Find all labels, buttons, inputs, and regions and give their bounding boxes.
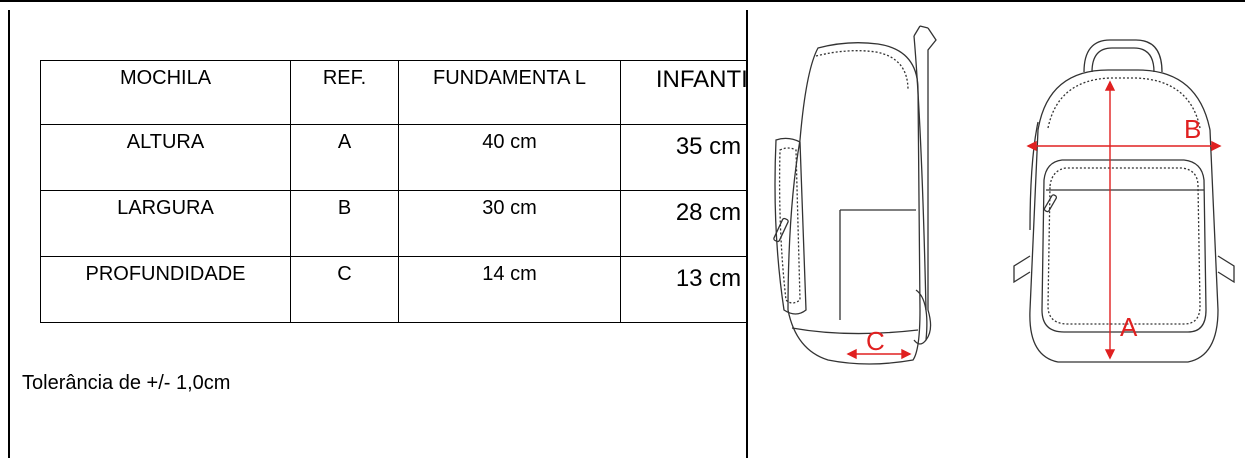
dimension-b <box>1026 140 1222 152</box>
row-label: ALTURA <box>40 124 291 191</box>
header-ref: REF. <box>290 60 399 125</box>
backpack-front-view <box>1013 39 1235 363</box>
row-infantil: 28 cm <box>620 190 746 257</box>
header-infantil: INFANTIL <box>620 60 746 125</box>
backpack-drawings: C <box>773 25 1235 365</box>
size-table: MOCHILA REF. FUNDAMENTA L INFANTIL ALTUR… <box>40 60 746 323</box>
header-fundamental: FUNDAMENTA L <box>398 60 621 125</box>
dimension-a <box>1104 80 1116 360</box>
table-row: ALTURA A 40 cm 35 cm <box>40 124 746 191</box>
row-infantil: 13 cm <box>620 256 746 323</box>
dimension-a-label: A <box>1120 312 1138 342</box>
header-mochila: MOCHILA <box>40 60 291 125</box>
backpack-side-view <box>773 25 937 365</box>
table-header-row: MOCHILA REF. FUNDAMENTA L INFANTIL <box>40 60 746 125</box>
dimension-c <box>846 348 912 360</box>
backpack-illustration: C <box>748 10 1245 458</box>
row-ref: A <box>290 124 399 191</box>
spec-panel: MOCHILA REF. FUNDAMENTA L INFANTIL ALTUR… <box>8 10 748 458</box>
row-fundamental: 40 cm <box>398 124 621 191</box>
row-ref: C <box>290 256 399 323</box>
tolerance-note: Tolerância de +/- 1,0cm <box>22 372 231 394</box>
row-ref: B <box>290 190 399 257</box>
row-infantil: 35 cm <box>620 124 746 191</box>
row-fundamental: 14 cm <box>398 256 621 323</box>
row-fundamental: 30 cm <box>398 190 621 257</box>
row-label: LARGURA <box>40 190 291 257</box>
dimension-c-label: C <box>866 326 885 356</box>
dimension-b-label: B <box>1184 114 1201 144</box>
table-row: PROFUNDIDADE C 14 cm 13 cm <box>40 256 746 323</box>
row-label: PROFUNDIDADE <box>40 256 291 323</box>
table-row: LARGURA B 30 cm 28 cm <box>40 190 746 257</box>
